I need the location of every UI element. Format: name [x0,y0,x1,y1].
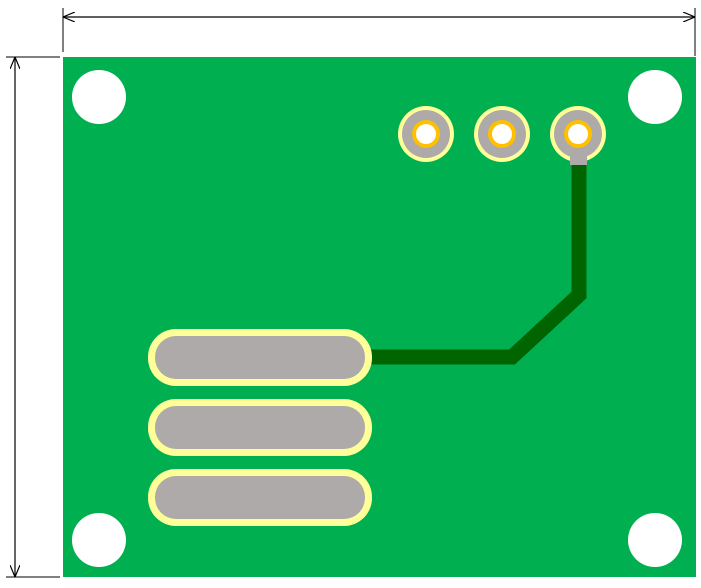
mounting-hole [628,513,682,567]
through-hole-pad [398,106,454,162]
copper-trace [360,157,587,365]
mounting-hole [72,70,126,124]
mounting-hole [72,513,126,567]
height-dimension [6,56,60,578]
smd-pad [148,399,372,456]
smd-pad [148,469,372,526]
through-hole-pad-connected [550,106,606,165]
through-hole-pad [474,106,530,162]
mounting-hole [628,70,682,124]
smd-pad [148,329,372,386]
width-dimension [62,8,696,56]
